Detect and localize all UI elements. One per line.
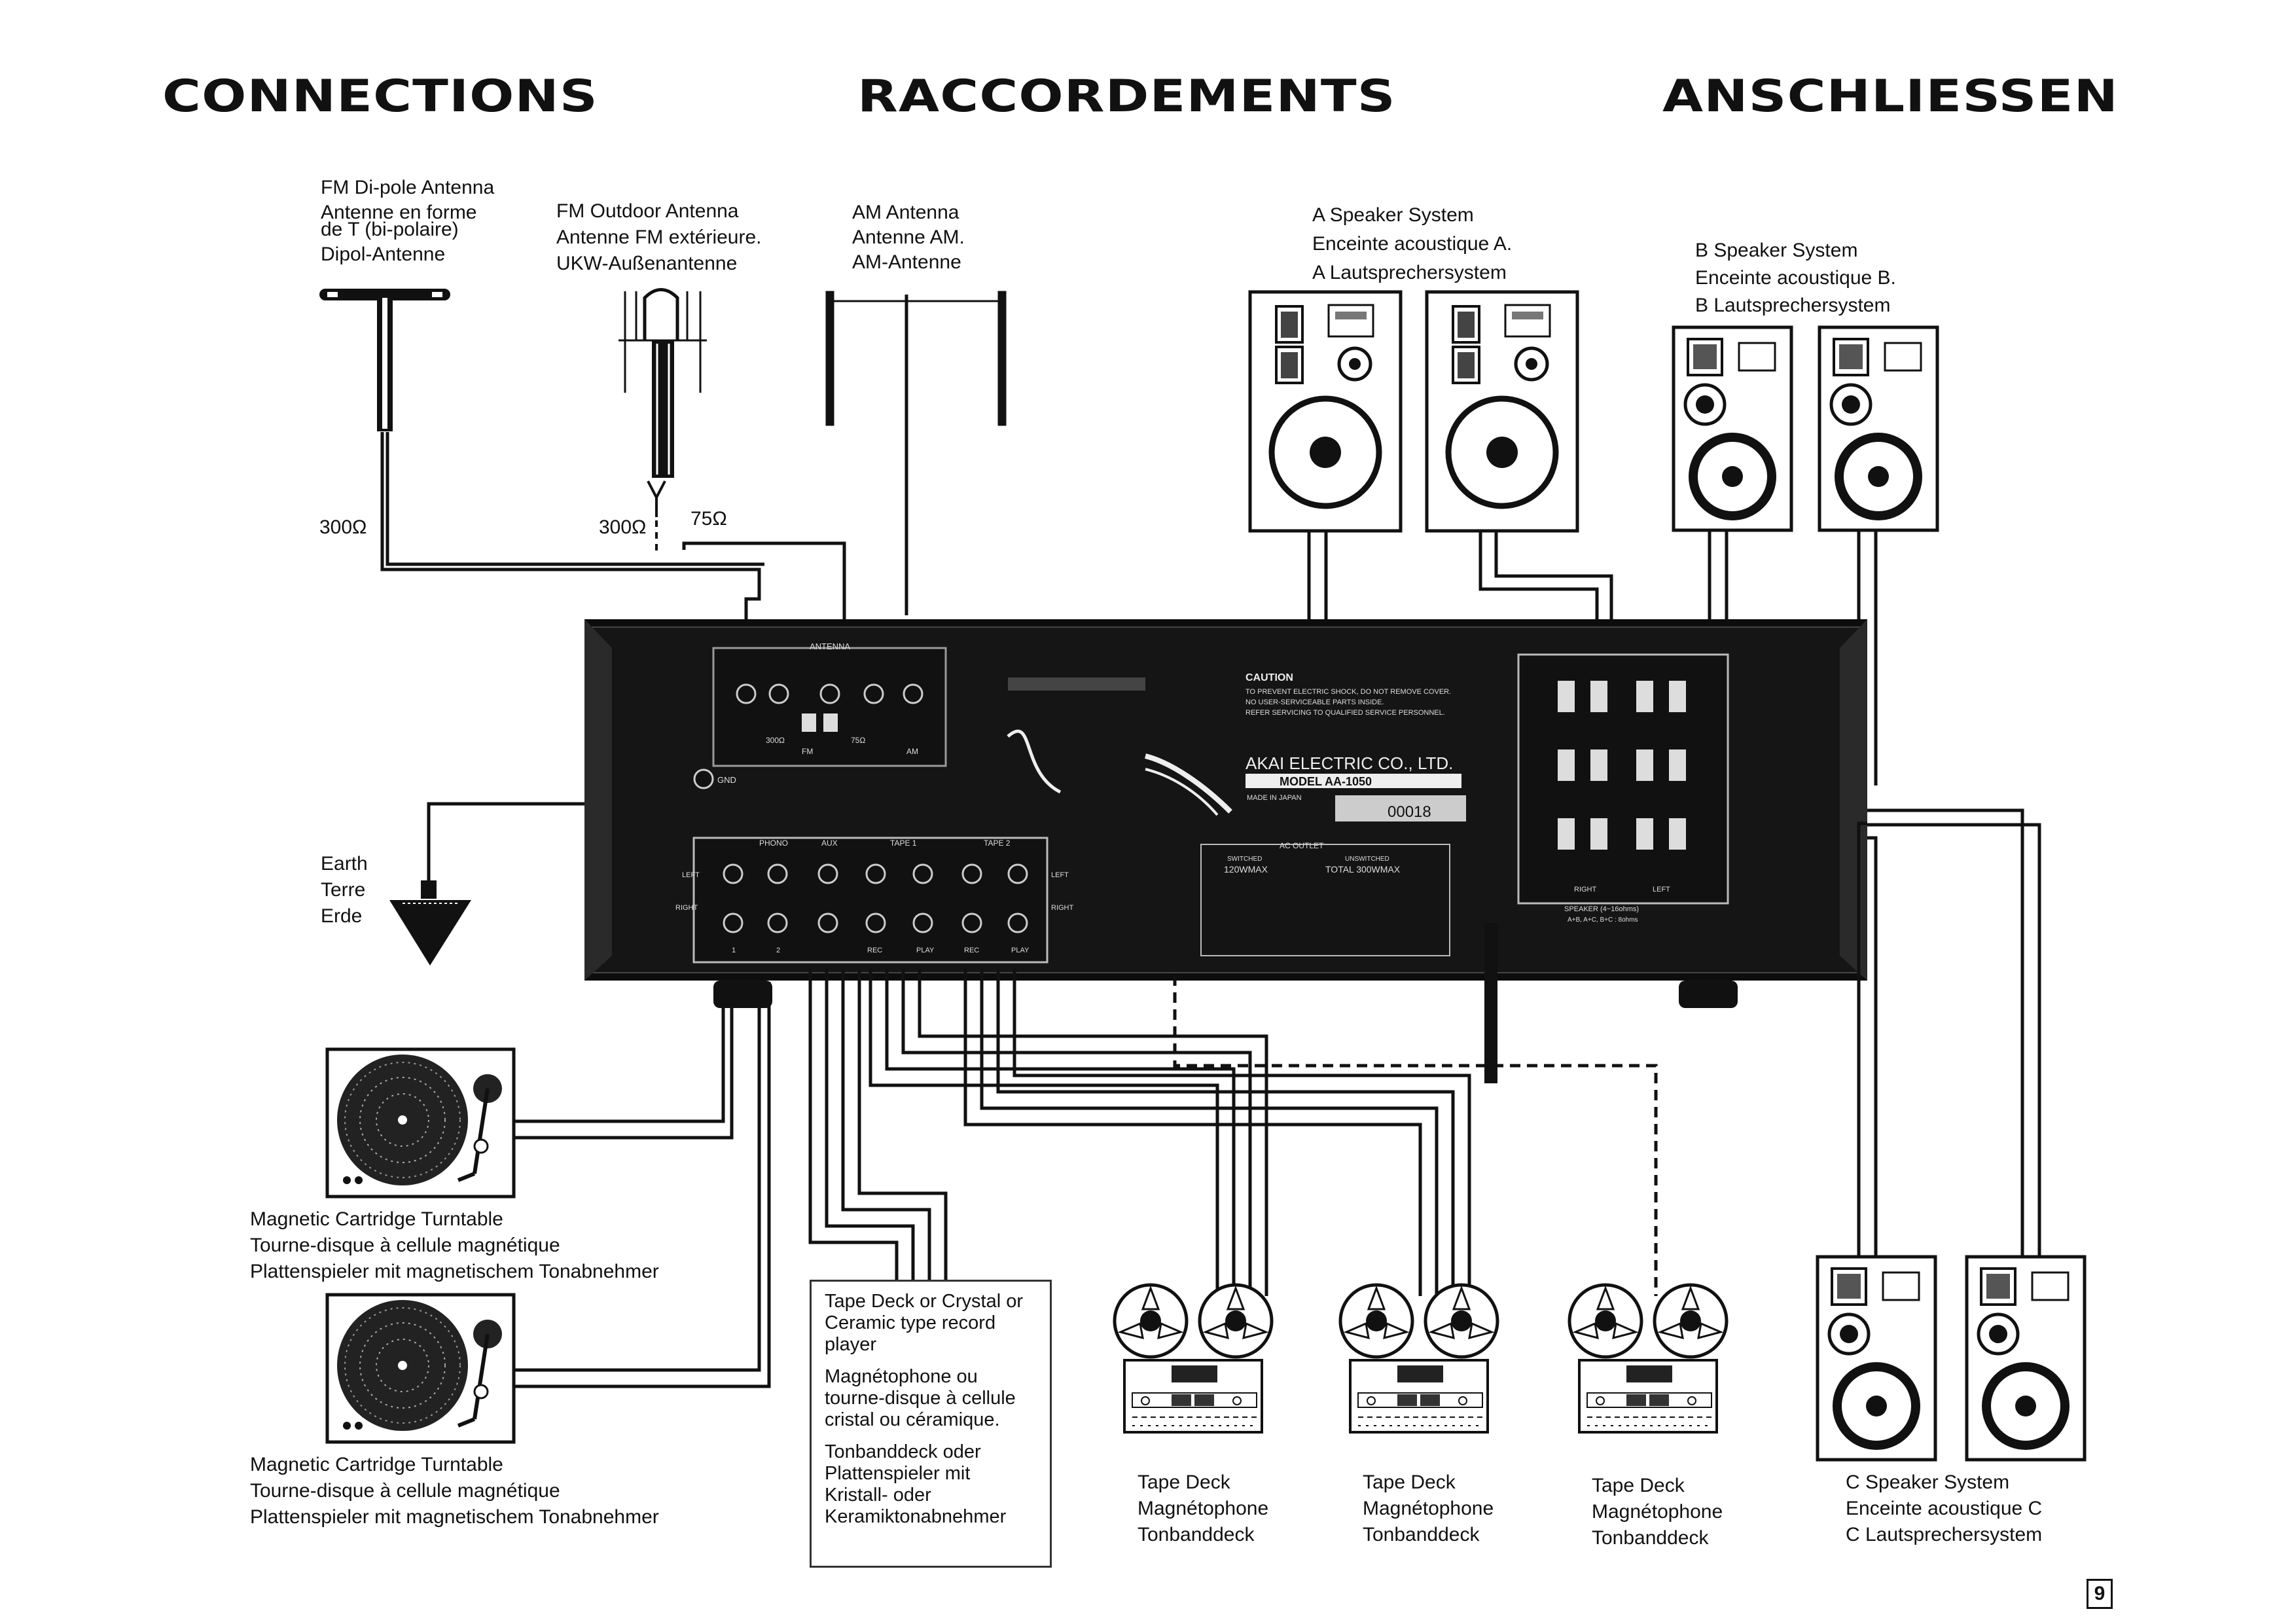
earth-ground-symbol <box>389 802 584 965</box>
svg-text:LEFT: LEFT <box>1051 871 1069 879</box>
svg-text:REFER SERVICING TO QUALIFIED S: REFER SERVICING TO QUALIFIED SERVICE PER… <box>1246 709 1445 717</box>
speaker-c-left <box>1818 1257 1935 1460</box>
fm-outdoor-antenna <box>618 288 707 553</box>
svg-text:TOTAL 300WMAX: TOTAL 300WMAX <box>1325 864 1401 875</box>
title-anschliessen: ANSCHLIESSEN <box>1662 71 2119 122</box>
speaker-b-left <box>1674 327 1791 530</box>
svg-text:300Ω: 300Ω <box>766 736 785 745</box>
svg-text:PLAY: PLAY <box>916 947 935 954</box>
svg-text:CAUTION: CAUTION <box>1246 672 1293 683</box>
tape-deck-1 <box>1115 1285 1272 1432</box>
svg-text:1: 1 <box>732 947 736 954</box>
speaker-a-left <box>1250 292 1401 531</box>
svg-text:LEFT: LEFT <box>1653 886 1670 893</box>
title-connections: CONNECTIONS <box>162 71 598 122</box>
svg-text:TAPE 2: TAPE 2 <box>984 839 1011 848</box>
svg-text:PLAY: PLAY <box>1011 947 1030 954</box>
svg-text:FM: FM <box>802 747 813 756</box>
svg-text:AC OUTLET: AC OUTLET <box>1280 841 1324 850</box>
svg-text:RIGHT: RIGHT <box>1574 886 1597 893</box>
speaker-c-wires <box>1857 808 2041 1257</box>
speaker-a-right <box>1427 292 1577 531</box>
page-number: 9 <box>2087 1579 2113 1609</box>
svg-text:PHONO: PHONO <box>759 839 788 848</box>
aux-box-en: Tape Deck or Crystal or Ceramic type rec… <box>825 1291 1023 1355</box>
svg-text:RIGHT: RIGHT <box>1051 904 1074 912</box>
aux-source-box: Tape Deck or Crystal or Ceramic type rec… <box>810 1280 1052 1568</box>
svg-text:AKAI ELECTRIC CO., LTD.: AKAI ELECTRIC CO., LTD. <box>1246 753 1453 773</box>
antenna-wires <box>380 432 846 622</box>
impedance-300-dipole: 300Ω <box>319 516 367 538</box>
amplifier-rear-panel: ANTENNA 300Ω FM 75Ω AM GND CAUTION TO PR… <box>584 619 1867 1008</box>
svg-text:2: 2 <box>776 947 780 954</box>
svg-text:REC: REC <box>867 947 882 954</box>
turntable-2 <box>327 1295 514 1442</box>
am-antenna-label: AM Antenna Antenne AM. AM-Antenne <box>852 202 965 273</box>
tape-deck-3 <box>1569 1285 1727 1432</box>
svg-text:00018: 00018 <box>1388 803 1431 821</box>
svg-text:75Ω: 75Ω <box>851 736 865 745</box>
dashed-connection <box>1173 975 1658 1296</box>
speaker-c-right <box>1967 1257 2085 1460</box>
svg-text:MADE IN JAPAN: MADE IN JAPAN <box>1247 794 1302 802</box>
aux-box-de: Tonbanddeck oder Plattenspieler mit Kris… <box>825 1441 1007 1527</box>
svg-text:TO PREVENT ELECTRIC SHOCK, DO: TO PREVENT ELECTRIC SHOCK, DO NOT REMOVE… <box>1246 688 1451 696</box>
speaker-b-right <box>1819 327 1937 530</box>
input-wires <box>514 969 1471 1388</box>
svg-text:A+B, A+C, B+C : 8ohms: A+B, A+C, B+C : 8ohms <box>1568 916 1638 924</box>
svg-text:TAPE 1: TAPE 1 <box>890 839 917 848</box>
svg-text:AM: AM <box>906 747 918 756</box>
impedance-75-outdoor: 75Ω <box>690 508 727 530</box>
svg-text:NO USER-SERVICEABLE PARTS INSI: NO USER-SERVICEABLE PARTS INSIDE. <box>1246 698 1384 706</box>
title-raccordements: RACCORDEMENTS <box>857 71 1396 122</box>
svg-text:AUX: AUX <box>821 839 838 848</box>
svg-text:UNSWITCHED: UNSWITCHED <box>1345 856 1389 863</box>
impedance-300-outdoor: 300Ω <box>599 516 647 538</box>
fm-outdoor-label: FM Outdoor Antenna Antenne FM extérieure… <box>556 200 762 274</box>
svg-text:REC: REC <box>964 947 979 954</box>
tape-deck-2 <box>1340 1285 1497 1432</box>
fm-dipole-label: FM Di-pole Antenna Antenne en forme de T… <box>321 177 495 265</box>
svg-text:ANTENNA: ANTENNA <box>810 641 850 651</box>
turntable-1 <box>327 1049 514 1197</box>
svg-text:MODEL AA-1050: MODEL AA-1050 <box>1280 775 1372 788</box>
am-antenna <box>825 291 1007 615</box>
svg-text:RIGHT: RIGHT <box>675 904 698 912</box>
svg-text:GND: GND <box>717 775 736 785</box>
aux-box-fr: Magnétophone ou tourne-disque à cellule … <box>825 1366 1016 1430</box>
svg-text:SPEAKER (4~16ohms): SPEAKER (4~16ohms) <box>1564 905 1639 913</box>
svg-text:120WMAX: 120WMAX <box>1224 864 1268 875</box>
svg-text:SWITCHED: SWITCHED <box>1227 856 1262 863</box>
svg-text:LEFT: LEFT <box>682 871 700 879</box>
fm-dipole-antenna <box>319 289 450 431</box>
